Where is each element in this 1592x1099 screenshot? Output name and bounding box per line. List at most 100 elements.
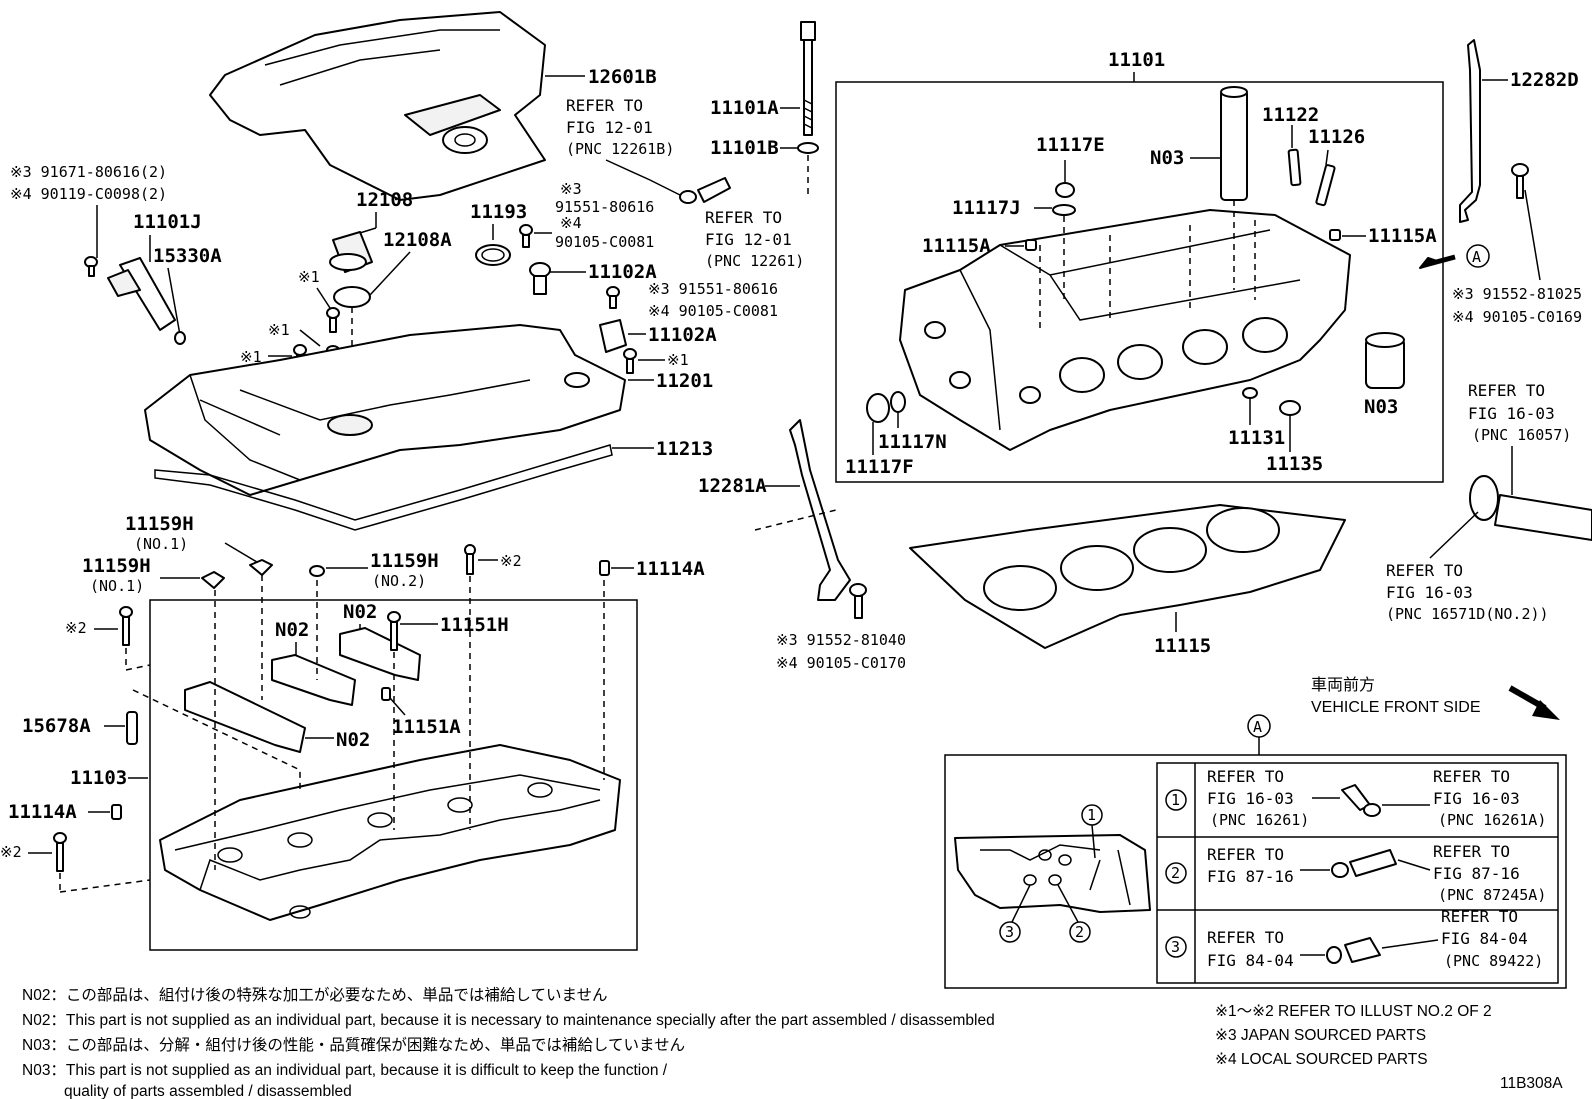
note-N03-jp: N03：この部品は、分解・組付け後の性能・品質確保が困難なため、単品では補給して… — [22, 1036, 685, 1054]
note4-90105-C0170: ※4 90105-C0170 — [776, 654, 906, 672]
bolt-91552-81025-illustration — [1511, 163, 1529, 199]
bolt-91551-a-illustration — [519, 224, 533, 248]
note3-91671-80616: ※3 91671-80616(2) — [10, 163, 167, 181]
detail-row-1-right2: FIG 16-03 — [1433, 789, 1520, 808]
note-N03-en-line2: quality of parts assembled / disassemble… — [64, 1083, 352, 1099]
refer-fig-12-01-b-line2: FIG 12-01 — [705, 230, 792, 249]
bolt-mark2-a-illustration — [464, 544, 476, 575]
note3-91551-a-number: 91551-80616 — [555, 198, 654, 216]
bolt-91551-b-illustration — [606, 286, 620, 309]
label-11201: 11201 — [656, 370, 713, 392]
detail-row-2-right1: REFER TO — [1433, 842, 1510, 861]
head-gasket-illustration — [909, 504, 1346, 649]
bolt-mark2-b-illustration — [119, 606, 133, 646]
note4-90105-a-number: 90105-C0081 — [555, 233, 654, 251]
vehicle-front-en: VEHICLE FRONT SIDE — [1311, 699, 1481, 716]
note3-91552-81025: ※3 91552-81025 — [1452, 285, 1582, 303]
mark1-d: ※1 — [667, 351, 689, 369]
detail-table: 1 REFER TO FIG 16-03 (PNC 16261) REFER T… — [1156, 762, 1559, 984]
label-11131: 11131 — [1228, 427, 1285, 449]
bolt-mark2-c-illustration — [53, 832, 67, 872]
detail-row-1-num: 1 — [1171, 791, 1180, 809]
label-11114A-2: 11114A — [8, 801, 77, 823]
cylinder-head-cover-illustration — [144, 324, 626, 496]
view-a-detail-marker: A — [1253, 718, 1262, 736]
label-12282D: 12282D — [1510, 69, 1579, 91]
detail-row-3-left1: REFER TO — [1207, 928, 1284, 947]
label-11159H-2: 11159H — [82, 555, 151, 577]
label-N02-c: N02 — [336, 729, 370, 751]
view-a-marker: A — [1472, 248, 1481, 266]
label-11126: 11126 — [1308, 126, 1365, 148]
bolt-11151H-illustration — [387, 611, 401, 651]
label-12601B: 12601B — [588, 66, 657, 88]
label-11115A-2: 11115A — [1368, 225, 1437, 247]
legend-mark3: ※3 JAPAN SOURCED PARTS — [1215, 1027, 1426, 1044]
refer-fig-16-03-b-line2: FIG 16-03 — [1386, 583, 1473, 602]
legend-mark1-2: ※1〜※2 REFER TO ILLUST NO.2 OF 2 — [1215, 1003, 1492, 1020]
label-11135: 11135 — [1266, 453, 1323, 475]
note4-90105-a-mark: ※4 — [560, 214, 582, 232]
cylinder-head-illustration — [899, 209, 1351, 451]
engine-cover-illustration — [209, 11, 546, 201]
mark2-c: ※2 — [0, 843, 22, 861]
detail-row-2-left2: FIG 87-16 — [1207, 867, 1294, 886]
label-11101J: 11101J — [133, 211, 202, 233]
note-N03-en-line1: N03：This part is not supplied as an indi… — [22, 1062, 668, 1079]
callout-3: 3 — [1005, 923, 1014, 941]
note4-90119-C0098: ※4 90119-C0098(2) — [10, 185, 167, 203]
note3-91551-a-mark: ※3 — [560, 180, 582, 198]
label-11103: 11103 — [70, 767, 127, 789]
mark1-b: ※1 — [268, 321, 290, 339]
vehicle-front-jp: 車両前方 — [1311, 676, 1375, 694]
label-N03-b: N03 — [1364, 396, 1398, 418]
detail-row-3-num: 3 — [1171, 938, 1180, 956]
label-11159H-2-sub: (NO.1) — [90, 577, 144, 595]
view-a-engine-illustration — [954, 834, 1151, 913]
refer-fig-12-01-a-line1: REFER TO — [566, 96, 643, 115]
label-11151H: 11151H — [440, 614, 509, 636]
oil-control-valve-illustration — [107, 257, 186, 345]
label-11159H-3: 11159H — [370, 550, 439, 572]
label-N02-b: N02 — [343, 601, 377, 623]
note3-91552-81040: ※3 91552-81040 — [776, 631, 906, 649]
label-N03-a: N03 — [1150, 147, 1184, 169]
label-11122: 11122 — [1262, 104, 1319, 126]
bolt-mark1-a-illustration — [326, 307, 340, 355]
refer-fig-12-01-a-line3: (PNC 12261B) — [566, 140, 674, 158]
refer-fig-12-01-a-line2: FIG 12-01 — [566, 118, 653, 137]
label-11101A: 11101A — [710, 97, 779, 119]
bolt-11101A-illustration — [797, 21, 819, 154]
note4-90105-b: ※4 90105-C0081 — [648, 302, 778, 320]
detail-row-2-num: 2 — [1171, 864, 1180, 882]
label-11115A-1: 11115A — [922, 235, 991, 257]
detail-row-2-right2: FIG 87-16 — [1433, 864, 1520, 883]
label-11101B: 11101B — [710, 137, 779, 159]
label-11117J: 11117J — [952, 197, 1021, 219]
mark1-c: ※1 — [240, 348, 262, 366]
bolt-91552-81040-illustration — [849, 583, 867, 619]
label-12281A: 12281A — [698, 475, 767, 497]
camshaft-housing-illustration — [159, 744, 621, 921]
detail-row-3-right3: (PNC 89422) — [1444, 952, 1543, 970]
label-11102A-1: 11102A — [588, 261, 657, 283]
detail-row-1-left2: FIG 16-03 — [1207, 789, 1294, 808]
label-11151A: 11151A — [392, 716, 461, 738]
detail-row-1-left1: REFER TO — [1207, 767, 1284, 786]
refer-fig-16-03-a-line1: REFER TO — [1468, 381, 1545, 400]
refer-fig-16-03-b-line3: (PNC 16571D(NO.2)) — [1386, 605, 1549, 623]
label-11159H-1: 11159H — [125, 513, 194, 535]
label-15330A: 15330A — [153, 245, 222, 267]
refer-fig-12-01-b-line1: REFER TO — [705, 208, 782, 227]
dowel-15678A-illustration — [126, 711, 138, 745]
label-11159H-3-sub: (NO.2) — [372, 572, 426, 590]
mark1-a: ※1 — [298, 268, 320, 286]
label-11115: 11115 — [1154, 635, 1211, 657]
refer-fig-16-03-b-line1: REFER TO — [1386, 561, 1463, 580]
refer-fig-16-03-a-line3: (PNC 16057) — [1472, 426, 1571, 444]
detail-row-3-right2: FIG 84-04 — [1441, 929, 1528, 948]
refer-fig-16-03-a-line2: FIG 16-03 — [1468, 404, 1555, 423]
mark2-b: ※2 — [65, 619, 87, 637]
note-N02-jp: N02：この部品は、組付け後の特殊な加工が必要なため、単品では補給していません — [22, 986, 608, 1004]
label-11117N: 11117N — [878, 431, 947, 453]
